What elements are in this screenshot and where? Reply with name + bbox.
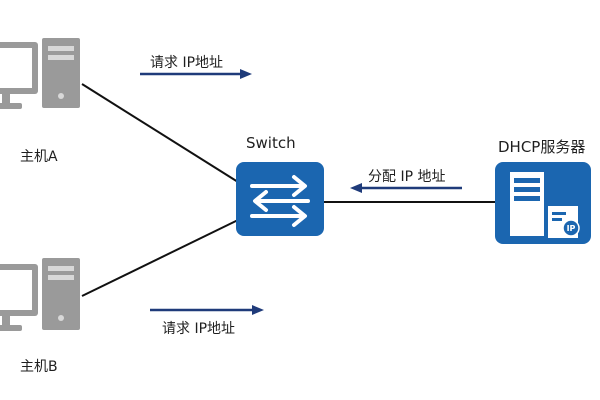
request-arrow-top <box>140 69 252 79</box>
host-b-label: 主机B <box>20 359 58 375</box>
request-label-top: 请求 IP地址 <box>150 55 224 71</box>
switch-label: Switch <box>246 134 296 152</box>
computer-icon <box>0 38 80 109</box>
dhcp-server-label: DHCP服务器 <box>498 138 586 156</box>
ip-badge: IP <box>567 224 576 233</box>
link-host-b-switch <box>81 219 239 297</box>
assign-arrow <box>350 183 462 193</box>
request-arrow-bottom <box>150 305 264 315</box>
request-label-bottom: 请求 IP地址 <box>162 321 236 337</box>
switch-icon <box>236 162 324 236</box>
server-icon: IP <box>495 162 591 244</box>
host-a-label: 主机A <box>20 149 58 165</box>
link-host-a-switch <box>81 83 239 183</box>
computer-icon <box>0 258 80 331</box>
assign-label: 分配 IP 地址 <box>368 169 446 185</box>
